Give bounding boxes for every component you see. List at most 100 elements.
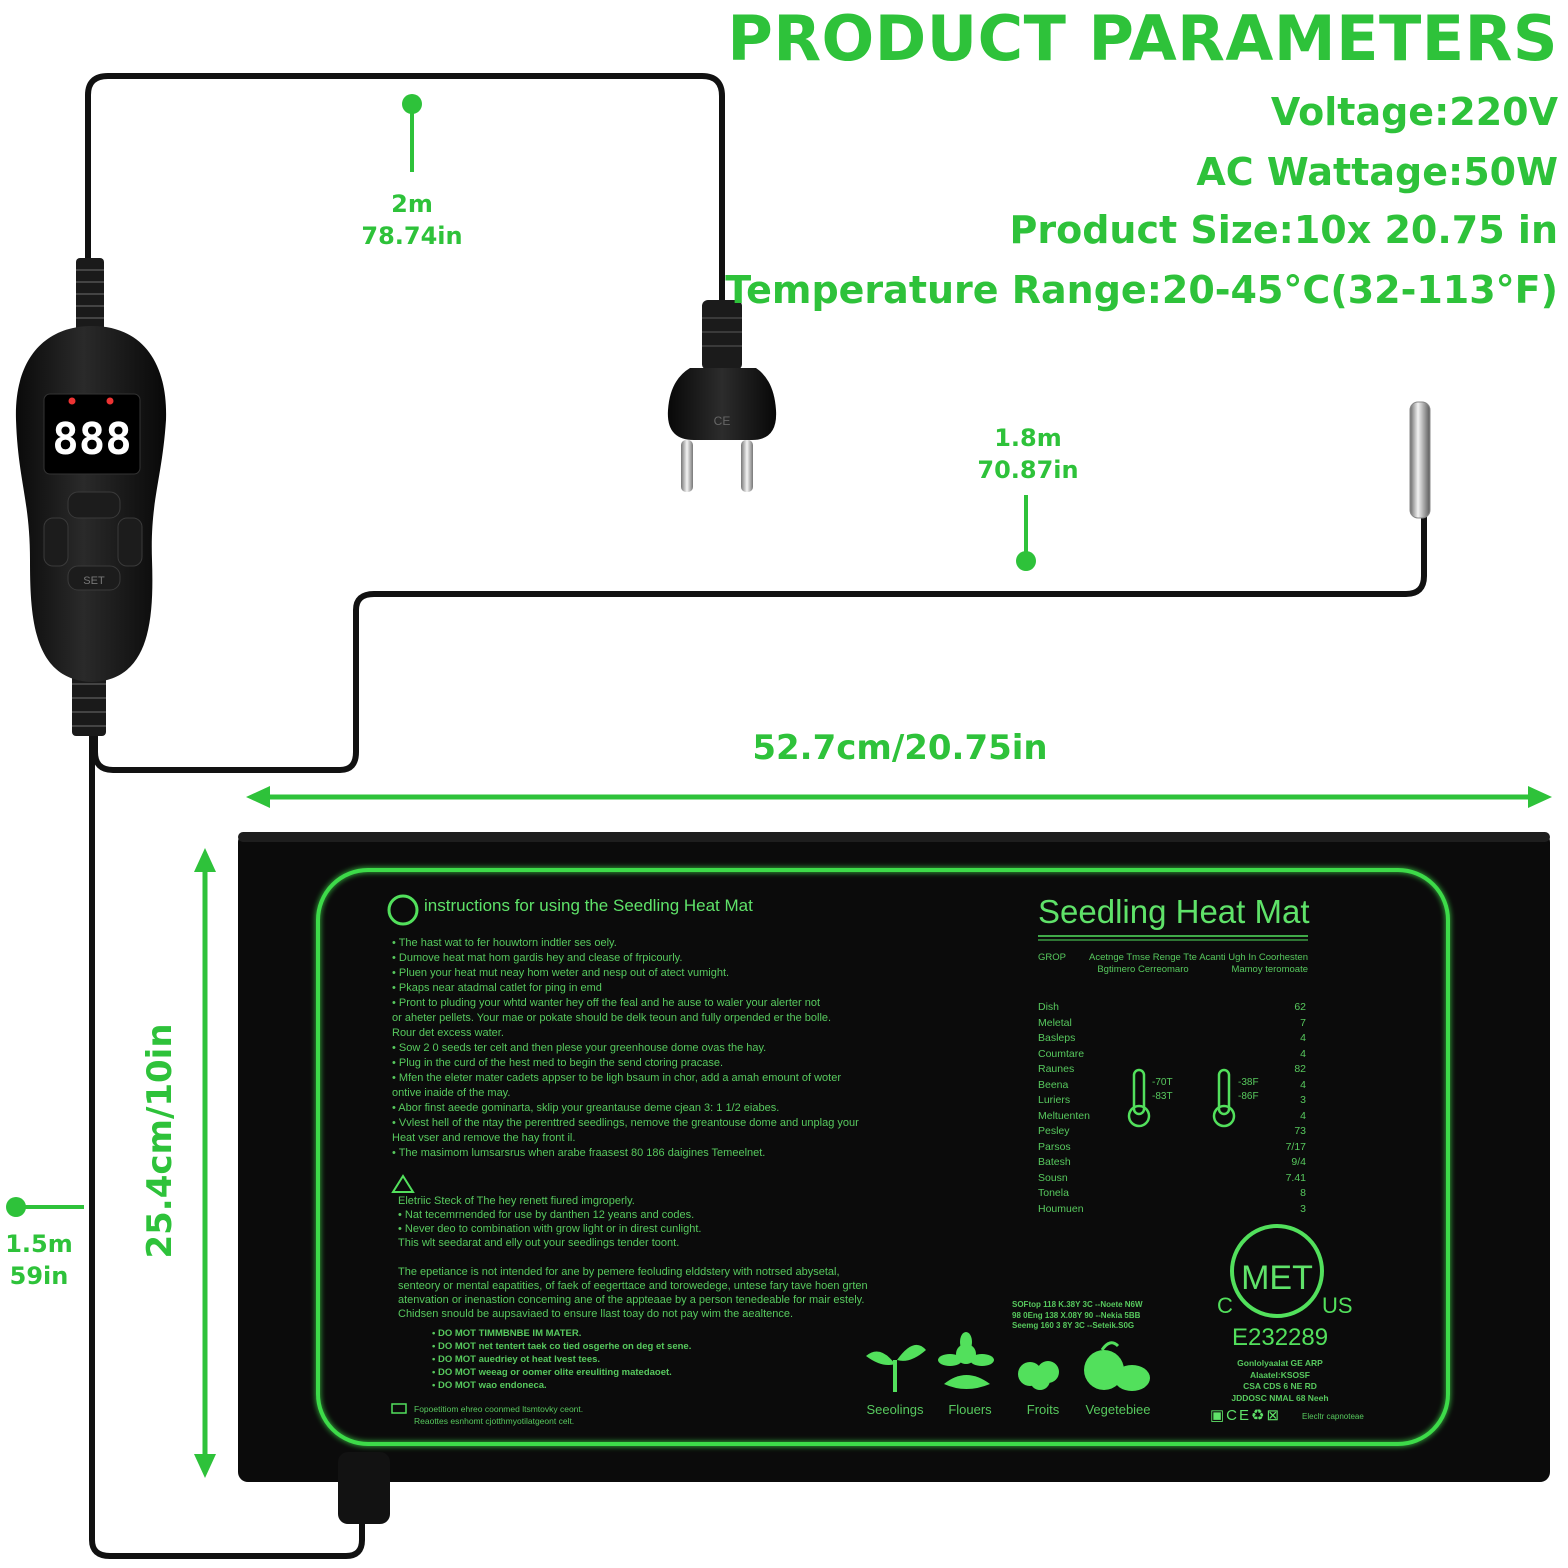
paragraph-line: atenvation or inenastion conceming ane o… [398,1294,865,1306]
list-item: • Sow 2 0 seeds ter celt and then plese … [392,1042,767,1054]
power-cord-length: 2m 78.74in [352,188,472,252]
table-header-crop: GROP [1038,952,1066,963]
thermometer-label: -83T [1152,1091,1173,1102]
table-header-range: Acetnge Tmse Renge Tte Bgtimero Cerreoma… [1089,952,1197,975]
certification-marks: ▣CE♻⊠ [1210,1407,1282,1424]
instructions-title: instructions for using the Seedling Heat… [424,896,753,915]
safety-paragraph: The epetiance is not intended for ane by… [398,1265,958,1321]
list-item: • The hast wat to fer houwtorn indtler s… [392,937,617,949]
power-cord [85,73,725,305]
warning-list: Eletriic Steck of The hey renett fiured … [398,1194,938,1250]
thermometer-1-labels: -70T -83T [1152,1076,1173,1104]
list-item: Eletriic Steck of The hey renett fiured … [398,1195,635,1207]
energy-info: SOFtop 118 K.38Y 3C --Noete N6W 98 0Eng … [1012,1300,1162,1332]
list-item: • DO MOT net tentert taek co tied osgerh… [432,1341,692,1352]
mat-cord [89,720,365,1559]
list-item: or aheter pellets. Your mae or pokate sh… [392,1012,832,1024]
certification-text: Elecltr capnoteae [1302,1412,1364,1421]
thermostat-controller-icon: 888 SET [15,258,167,736]
eu-plug-icon: CE [667,300,777,492]
list-item: • Pluen your heat mut neay hom weter and… [392,967,730,979]
paragraph-line: The epetiance is not intended for ane by… [398,1266,840,1278]
list-item: • Never deo to combination with grow lig… [398,1223,702,1235]
power-cord-length-in: 78.74in [361,222,463,250]
list-item: • Vvlest hell of the ntay the perenttred… [392,1117,859,1129]
model-info-line: CSA CDS 6 NE RD [1243,1381,1317,1391]
energy-line: SOFtop 118 K.38Y 3C --Noete N6W [1012,1300,1143,1309]
seedlings-caption: Seeolings [866,1402,924,1417]
wattage-spec: AC Wattage:50W [1196,150,1558,194]
heat-mat: MET [238,832,1550,1524]
list-item: This wlt seedarat and elly out your seed… [398,1237,680,1249]
voltage-spec: Voltage:220V [1270,90,1558,134]
list-item: ontive inaide of the may. [392,1087,511,1099]
cables [85,73,1427,1559]
list-item: • Nat tecemrnended for use by danthen 12… [398,1209,695,1221]
plug-marks: CE [714,414,731,428]
list-item: • Pkaps near atadmal catlet for ping in … [392,982,602,994]
list-item: • Abor finst aeede gominarta, sklip your… [392,1102,780,1114]
list-item: • DO MOT auedriey ot heat lvest tees. [432,1354,601,1365]
mat-width-label: 52.7cm/20.75in [752,728,1048,768]
thermometer-2-labels: -38F -86F [1238,1076,1259,1104]
paragraph-line: senteory or mental eapatities, of faek o… [398,1280,868,1292]
flowers-caption: Flouers [948,1402,992,1417]
footnote-line: Reaottes esnhomt cjotthmyotilatgeont cel… [414,1416,575,1426]
set-button-label: SET [83,575,105,587]
list-item: • Pront to pluding your whtd wanter hey … [392,997,821,1009]
mat-cord-length-m: 1.5m [5,1230,73,1258]
fruit-icon [1018,1361,1059,1390]
do-not-list: • DO MOT TIMMBNBE IM MATER. • DO MOT net… [432,1327,792,1392]
thermometer-label: -70T [1152,1077,1173,1088]
list-item: Rour det excess water. [392,1027,504,1039]
list-item: • DO MOT TIMMBNBE IM MATER. [432,1328,582,1339]
energy-line: 98 0Eng 138 X.08Y 90 --Nekia 5BB [1012,1310,1141,1320]
flower-icon [938,1332,994,1389]
probe-cord [92,515,1427,773]
certification-number: E232289 [1232,1324,1329,1351]
list-item: Heat vser and remove the hay front il. [392,1132,576,1144]
list-item: • Mfen the eleter mater cadets appser to… [392,1072,841,1084]
list-item: • Dumove heat mat hom gardis hey and cle… [392,952,683,964]
thermometer-icon [1127,1068,1236,1128]
model-info: Gonlolyaalat GE ARP Alaatel:KSOSF CSA CD… [1212,1358,1348,1404]
met-logo: MET [1241,1259,1313,1297]
model-info-line: JDDOSC NMAL 68 Neeh [1231,1392,1329,1403]
brand-title: Seedling Heat Mat [1038,893,1310,930]
temperature-probe-icon [1409,401,1431,519]
instructions-list: • The hast wat to fer houwtorn indtler s… [392,936,932,1161]
list-item: • DO MOT wao endoneca. [432,1380,547,1391]
model-info-line: Gonlolyaalat GE ARP [1237,1358,1323,1368]
mat-cord-length: 1.5m 59in [0,1228,78,1292]
dimension-markers [6,94,1552,1478]
seedling-icon [866,1344,926,1392]
power-cord-length-m: 2m [391,190,433,218]
met-us-label: US [1322,1293,1353,1318]
table-header-temperature: Acanti Ugh In Coorhesten Mamoy teromoate [1199,952,1308,975]
paragraph-line: Chidsen snould be aupsaviaed to ensure l… [398,1308,794,1320]
page-title: PRODUCT PARAMETERS [727,2,1558,75]
energy-line: Seemg 160 3 8Y 3C --Seteik.S0G [1012,1321,1135,1330]
probe-cord-length-m: 1.8m [994,424,1062,452]
probe-cord-length-in: 70.87in [977,456,1079,484]
probe-cord-length: 1.8m 70.87in [968,422,1088,486]
vegetable-icon [1084,1341,1150,1391]
mat-height-label: 25.4cm/10in [140,1023,180,1259]
footnote: Fopoetitiom ehreo coonmed ltsmtovky ceon… [414,1403,734,1427]
met-c-label: C [1217,1293,1233,1318]
list-item: • DO MOT weeag or oomer olite ereuliting… [432,1367,672,1378]
list-item: • Plug in the curd of the hest med to be… [392,1057,723,1069]
controller-display: 888 [52,414,131,465]
